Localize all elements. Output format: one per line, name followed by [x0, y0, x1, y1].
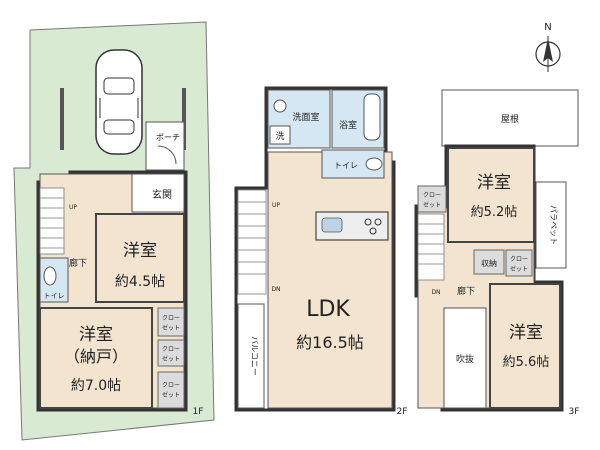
closet-3f-middle: クロー ゼット	[505, 249, 533, 277]
washer-label: 洗	[275, 130, 284, 142]
ldk-size: 約16.5帖	[296, 333, 364, 352]
bath-label: 浴室	[339, 119, 357, 131]
balcony: バルコニー	[237, 303, 265, 409]
svg-text:クロー: クロー	[162, 315, 180, 322]
washroom: 洗面室 洗	[267, 89, 331, 149]
toilet-1f: トイレ	[39, 257, 69, 303]
parapet-label: パラペット	[549, 205, 558, 245]
room-3f-a-name: 洋室	[477, 173, 511, 193]
north-label: N	[544, 22, 551, 33]
svg-text:クロー: クロー	[423, 192, 441, 199]
kitchen-counter	[315, 211, 389, 241]
1f-hall-label: 廊下	[69, 257, 87, 269]
car-icon	[95, 49, 143, 155]
room-3f-western-5-2: 洋室 約5.2帖	[447, 147, 535, 243]
storage: 収納	[473, 249, 505, 275]
room-1f-a-size: 約4.5帖	[115, 274, 165, 290]
parapet	[535, 181, 567, 269]
stairs-2f-up-label: UP	[272, 202, 280, 209]
svg-text:クロー: クロー	[162, 346, 180, 353]
void-label: 吹抜	[456, 353, 474, 365]
room-1f-b-sub: （納戸）	[64, 347, 128, 366]
toilet-2f: トイレ	[321, 149, 385, 179]
floor-2f-level-label: 2F	[397, 407, 408, 417]
floor-2f: 洗面室 洗 浴室 トイレ	[234, 86, 408, 417]
stairs-1f: UP	[39, 187, 77, 255]
balcony-label: バルコニー	[250, 336, 259, 376]
room-1f-b-size: 約7.0帖	[71, 378, 121, 394]
stairs-2f: UP DN	[237, 189, 281, 295]
room-1f-western-4-5: 洋室 約4.5帖	[95, 213, 185, 303]
stairs-1f-up-label: UP	[69, 204, 77, 211]
void-atrium: 吹抜	[443, 307, 487, 409]
svg-text:ゼット: ゼット	[162, 355, 180, 363]
stairs-3f: DN	[417, 213, 445, 296]
porch	[145, 121, 185, 171]
bathroom: 浴室	[331, 89, 385, 149]
room-3f-a-size: 約5.2帖	[471, 205, 518, 220]
ldk-name: LDK	[306, 297, 350, 322]
washroom-label: 洗面室	[292, 111, 319, 123]
floor-1f-level-label: 1F	[193, 407, 204, 417]
parking-area	[60, 49, 186, 155]
storage-label: 収納	[481, 258, 497, 268]
toilet-2f-label: トイレ	[334, 161, 358, 170]
room-1f-storeroom-7-0: 洋室 （納戸） 約7.0帖	[39, 307, 153, 409]
svg-text:ゼット: ゼット	[423, 201, 441, 209]
stairs-3f-dn-label: DN	[431, 289, 440, 296]
floor-3f-level-label: 3F	[569, 407, 580, 417]
roof-label: 屋根	[501, 113, 519, 125]
closet-1f-bottom: クロー ゼット	[157, 371, 185, 409]
room-3f-western-5-6: 洋室 約5.6帖	[489, 283, 561, 409]
entrance-label: 玄関	[152, 188, 172, 201]
closet-3f-top: クロー ゼット	[417, 185, 447, 213]
room-3f-b-name: 洋室	[509, 323, 543, 343]
room-1f-a-name: 洋室	[123, 241, 157, 261]
svg-text:ゼット: ゼット	[510, 265, 528, 273]
svg-text:ゼット: ゼット	[162, 391, 180, 399]
compass: N	[535, 22, 561, 72]
compass-north-icon	[535, 36, 561, 72]
porch-label: ポーチ	[156, 133, 180, 142]
closet-1f-middle: クロー ゼット	[157, 339, 185, 367]
svg-text:クロー: クロー	[162, 382, 180, 389]
room-1f-b-name: 洋室	[79, 325, 113, 345]
svg-text:ゼット: ゼット	[162, 324, 180, 332]
floor-3f: 屋根 パラペット 洋室 約5.2帖 クロー ゼット DN	[414, 89, 580, 417]
svg-text:クロー: クロー	[510, 256, 528, 263]
closet-1f-top: クロー ゼット	[157, 307, 185, 337]
roof	[441, 89, 579, 147]
stairs-2f-dn-label: DN	[271, 286, 280, 293]
room-3f-b-size: 約5.6帖	[503, 355, 550, 370]
2f-outer-wall	[234, 86, 396, 412]
entrance	[131, 173, 185, 213]
toilet-1f-label: トイレ	[44, 292, 65, 300]
floor-1f: ポーチ 玄関 UP 廊下 トイレ 洋室 約4.5帖	[13, 21, 215, 441]
3f-hall-label: 廊下	[457, 285, 475, 297]
